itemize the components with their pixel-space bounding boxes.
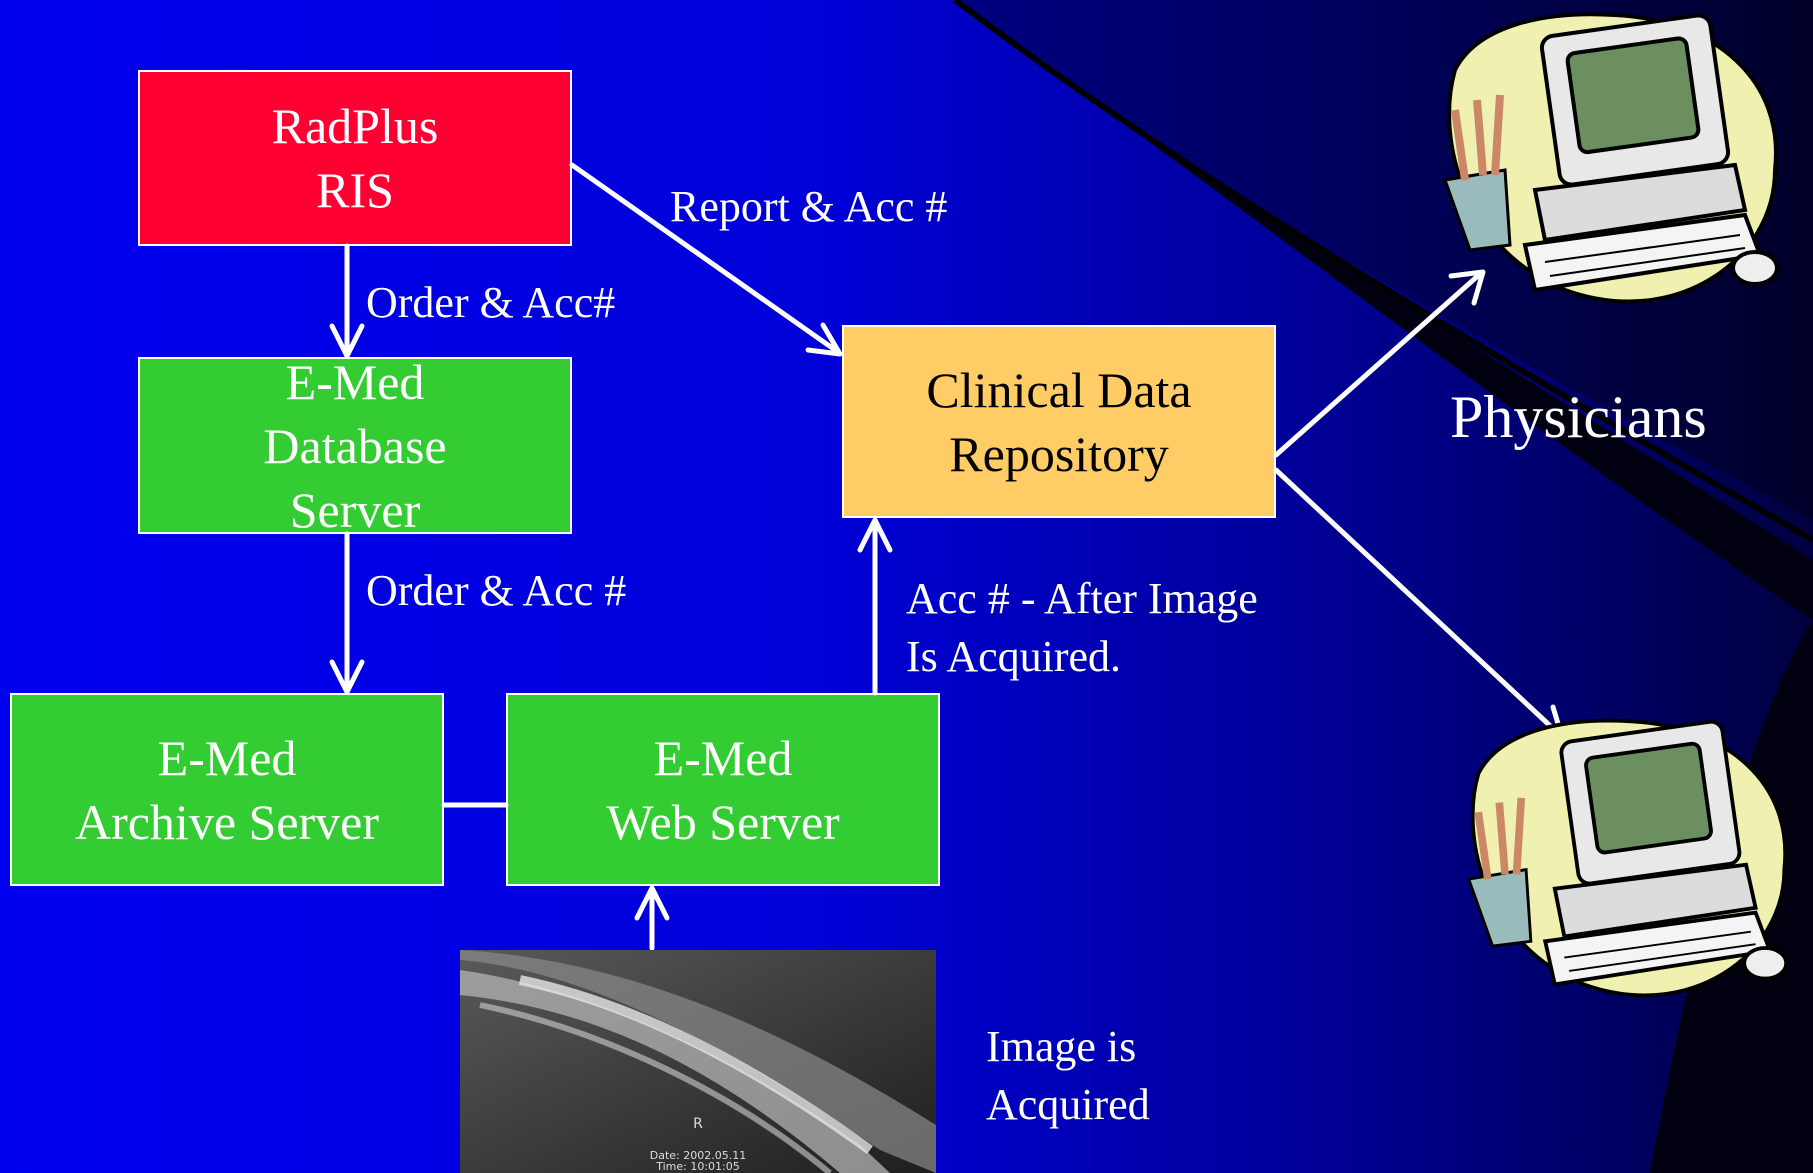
computer-icon — [1442, 12, 1779, 304]
db-line-2: Database — [263, 417, 447, 474]
acc-after-line-2: Is Acquired. — [906, 632, 1122, 681]
db-line-1: E-Med — [285, 353, 425, 410]
arrowhead-ris-to-db — [329, 323, 365, 359]
arrow-cdr-to-physician-1 — [1273, 271, 1483, 458]
xray-date: Date: 2002.05.11 — [649, 1149, 747, 1162]
clinical-data-repository-box: Clinical Data Repository — [842, 325, 1276, 518]
image-acquired-line-2: Acquired — [986, 1080, 1150, 1129]
web-line-2: Web Server — [606, 793, 840, 850]
acc-after-line-1: Acc # - After Image — [906, 574, 1258, 623]
arrow-cdr-to-physician-2 — [1273, 467, 1563, 738]
label-acc-after-image: Acc # - After Image Is Acquired. — [906, 570, 1258, 686]
ris-line-2: RIS — [316, 162, 394, 218]
archive-line-2: Archive Server — [74, 793, 380, 850]
xray-image: R Date: 2002.05.11 Time: 10:01:05 — [460, 950, 936, 1173]
label-order-acc-1: Order & Acc# — [366, 278, 616, 327]
emed-database-server-box: E-Med Database Server — [138, 354, 572, 538]
physicians-label: Physicians — [1450, 384, 1707, 450]
label-order-acc-2: Order & Acc # — [366, 566, 627, 615]
ris-line-1: RadPlus — [271, 98, 439, 154]
xray-time: Time: 10:01:05 — [656, 1160, 740, 1173]
archive-line-1: E-Med — [157, 729, 297, 786]
emed-web-server-box: E-Med Web Server — [506, 693, 940, 886]
cdr-line-1: Clinical Data — [926, 361, 1192, 418]
emed-archive-server-box: E-Med Archive Server — [10, 693, 444, 886]
radplus-ris-box: RadPlus RIS — [138, 70, 572, 246]
arrowhead-cdr-to-physician-1 — [1448, 269, 1486, 306]
arrowhead-ris-to-cdr — [805, 322, 843, 357]
image-acquired-line-1: Image is — [986, 1022, 1137, 1071]
xray-marker: R — [693, 1116, 703, 1132]
computer-icon — [1466, 718, 1789, 998]
cdr-line-2: Repository — [949, 425, 1169, 482]
arrow-ris-to-cdr — [569, 162, 841, 355]
xray-bone-image — [460, 950, 936, 1173]
label-report-acc: Report & Acc # — [670, 182, 948, 231]
label-image-acquired: Image is Acquired — [986, 1018, 1150, 1134]
arrowhead-web-to-cdr — [857, 517, 893, 553]
db-line-3: Server — [289, 481, 421, 538]
arrowhead-db-to-archive — [329, 659, 365, 695]
arrowhead-xray-to-web — [634, 885, 670, 921]
web-line-1: E-Med — [653, 729, 793, 786]
